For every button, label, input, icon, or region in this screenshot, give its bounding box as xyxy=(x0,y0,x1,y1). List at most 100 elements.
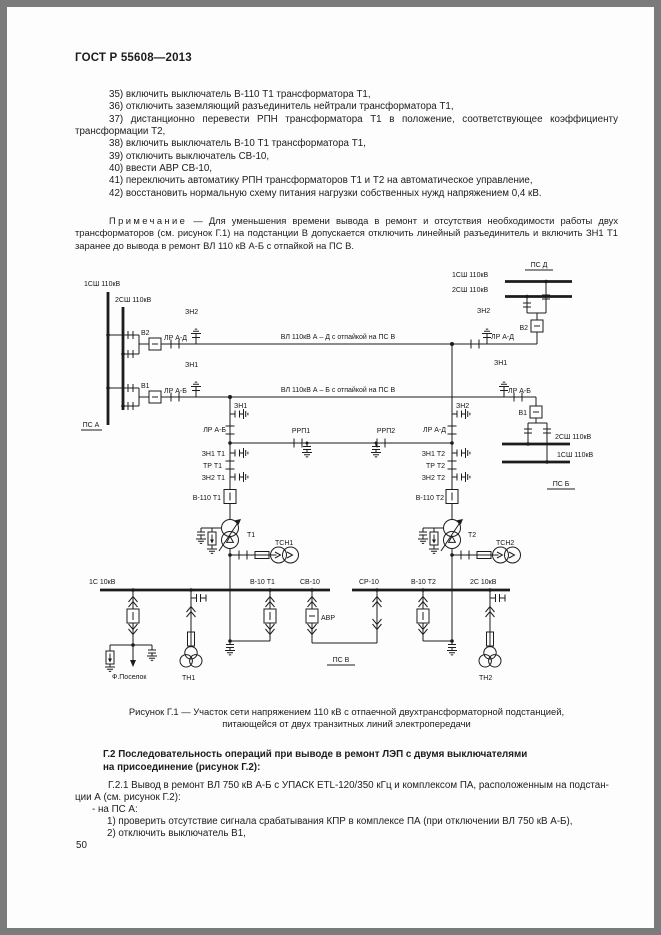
tn1-transformer-icon xyxy=(179,646,203,668)
junction-dots xyxy=(106,279,549,647)
tn2-fuse-icon xyxy=(486,631,494,647)
zn2-t1-label: ЗН2 Т1 xyxy=(202,475,225,482)
breaker-v2-psd-icon xyxy=(530,319,544,333)
list-item: 2) отключить выключатель В1, xyxy=(107,828,246,840)
zn1-psb-label: ЗН1 xyxy=(494,360,507,367)
tn1-fuse-icon xyxy=(187,631,195,647)
tsn1-fuse-icon xyxy=(254,551,270,559)
lr-ab-branch-label: ЛР А-Б xyxy=(203,427,226,434)
heading-line: на присоединение (рисунок Г.2): xyxy=(103,761,261,773)
tn1-plug-icon xyxy=(190,593,207,603)
psv-label: ПС В xyxy=(333,657,350,664)
note-dash: — xyxy=(193,215,203,227)
zn1-t2-label: ЗН1 Т2 xyxy=(422,451,445,458)
list-item: 38) включить выключатель В-10 Т1 трансфо… xyxy=(109,138,366,150)
feeder-breaker-icon xyxy=(126,608,140,624)
section-paragraph: Г.2.1 Вывод в ремонт ВЛ 750 кВ А-Б с УПА… xyxy=(75,780,618,804)
bus1-psa-label: 1СШ 110кВ xyxy=(84,281,121,288)
feeder-arrester-icon xyxy=(105,650,115,665)
avr-device-box xyxy=(305,608,319,624)
t1-label: Т1 xyxy=(247,532,255,539)
t2-arrester-icon xyxy=(429,531,439,546)
transformer-t2-icon xyxy=(440,518,464,552)
procedure-list: 35) включить выключатель В-110 Т1 трансф… xyxy=(75,89,618,200)
list-item: 41) переключить автоматику РПН трансформ… xyxy=(109,175,533,187)
v2-psd-label: В2 xyxy=(519,325,528,332)
bus2-psd-label: 2СШ 110кВ xyxy=(452,287,489,294)
psb-label: ПС Б xyxy=(553,481,570,488)
v1-psb-label: В1 xyxy=(518,410,527,417)
line-ab-label: ВЛ 110кВ А – Б с отпайкой на ПС В xyxy=(281,386,396,394)
breaker-v10-t2-icon xyxy=(416,608,430,624)
rrp2-label: РРП2 xyxy=(377,428,395,435)
earth-switch-zn1-t2-icon xyxy=(451,447,471,459)
breaker-v110-t1-icon xyxy=(223,489,237,504)
zn2-branch-label: ЗН2 xyxy=(456,403,469,410)
list-item: 1) проверить отсутствие сигнала срабатыв… xyxy=(107,816,573,828)
paragraph-line: Г.2.1 Вывод в ремонт ВЛ 750 кВ А-Б с УПА… xyxy=(108,780,609,791)
figure-g1-diagram: 1СШ 110кВ 2СШ 110кВ ПС А В2 ЛР А-Д ЗН2 В… xyxy=(81,262,594,682)
tr-t2-label: ТР Т2 xyxy=(426,463,445,470)
earth-switch-zn2-branch-icon xyxy=(451,408,471,420)
breaker-v1-psa-icon xyxy=(148,390,162,404)
breaker-v2-psa-icon xyxy=(148,337,162,351)
tn2-label: ТН2 xyxy=(479,675,492,682)
list-item: 40) ввести АВР СВ-10, xyxy=(109,163,213,175)
line-ad-label: ВЛ 110кВ А – Д с отпайкой на ПС В xyxy=(281,333,396,341)
v1-psa-label: В1 xyxy=(141,383,150,390)
earth-switch-zn1-branch-icon xyxy=(229,408,249,420)
caption-line: Рисунок Г.1 — Участок сети напряжением 1… xyxy=(128,706,565,717)
bus-2s-label: 2С 10кВ xyxy=(470,579,497,586)
t2-neutral-ground-icon xyxy=(417,538,429,544)
caption-line: питающейся от двух транзитных линий элек… xyxy=(222,717,471,729)
feeder-load-arrow-icon xyxy=(130,660,136,667)
v110-t1-label: В-110 Т1 xyxy=(193,495,221,502)
t1-node-earth-icon xyxy=(224,640,236,656)
document-page xyxy=(7,7,654,928)
earth-switch-zn1-psa-icon xyxy=(190,381,202,398)
v10-t1-label: В-10 Т1 xyxy=(250,579,275,586)
t2-label: Т2 xyxy=(468,532,476,539)
rrp1-earth-icon xyxy=(301,442,313,458)
t1-neutral-ground-icon xyxy=(195,538,207,544)
busbars xyxy=(100,280,572,592)
zn1-t1-label: ЗН1 Т1 xyxy=(202,451,225,458)
list-item: 39) отключить выключатель СВ-10, xyxy=(109,150,270,162)
breaker-v10-t1-icon xyxy=(263,608,277,624)
avr-label: АВР xyxy=(321,615,335,622)
tn2-plug-icon xyxy=(489,593,506,603)
lr-ab-psb-label: ЛР А-Б xyxy=(508,388,531,395)
zn1-psa-label: ЗН1 xyxy=(185,362,198,369)
zn2-t2-label: ЗН2 Т2 xyxy=(422,475,445,482)
list-item: 35) включить выключатель В-110 Т1 трансф… xyxy=(109,89,371,100)
zn1-branch-label: ЗН1 xyxy=(234,403,247,410)
zn2-psa-label: ЗН2 xyxy=(185,309,198,316)
list-item: 36) отключить заземляющий разъединитель … xyxy=(109,101,454,113)
feeder-capacitor-ground-icon xyxy=(146,655,158,661)
page-number: 50 xyxy=(76,840,87,851)
note-paragraph: Примечание — Для уменьшения времени выво… xyxy=(75,215,618,251)
bus1-psb-label: 1СШ 110кВ xyxy=(557,452,594,459)
note-label: Примечание xyxy=(109,215,188,227)
v10-t2-label: В-10 Т2 xyxy=(411,579,436,586)
lr-ad-psa-label: ЛР А-Д xyxy=(164,335,187,342)
tr-t1-label: ТР Т1 xyxy=(203,463,222,470)
earth-switch-zn1-t1-icon xyxy=(229,447,249,459)
earth-switch-zn2-t2-icon xyxy=(451,471,471,483)
note-text: Для уменьшения времени вывода в ремонт и… xyxy=(75,215,619,251)
earth-switch-zn2-t1-icon xyxy=(229,471,249,483)
psd-label: ПС Д xyxy=(531,262,548,269)
lr-ad-branch-label: ЛР А-Д xyxy=(423,427,446,434)
bus-1s-label: 1С 10кВ xyxy=(89,579,116,586)
lr-ad-psd-label: ЛР А-Д xyxy=(491,334,514,341)
v110-t2-label: В-110 Т2 xyxy=(416,495,444,502)
breaker-v1-psb-icon xyxy=(529,405,543,419)
t1-arrester-ground-icon xyxy=(206,548,218,554)
v2-psa-label: В2 xyxy=(141,330,150,337)
t2-arrester-ground-icon xyxy=(428,548,440,554)
list-item: 37) дистанционно перевести РПН трансформ… xyxy=(75,113,618,138)
bus2-psa-label: 2СШ 110кВ xyxy=(115,297,152,304)
label-underlines xyxy=(81,269,575,666)
paragraph-line: ции А (см. рисунок Г.2): xyxy=(75,792,181,804)
figure-caption: Рисунок Г.1 — Участок сети напряжением 1… xyxy=(75,706,618,730)
